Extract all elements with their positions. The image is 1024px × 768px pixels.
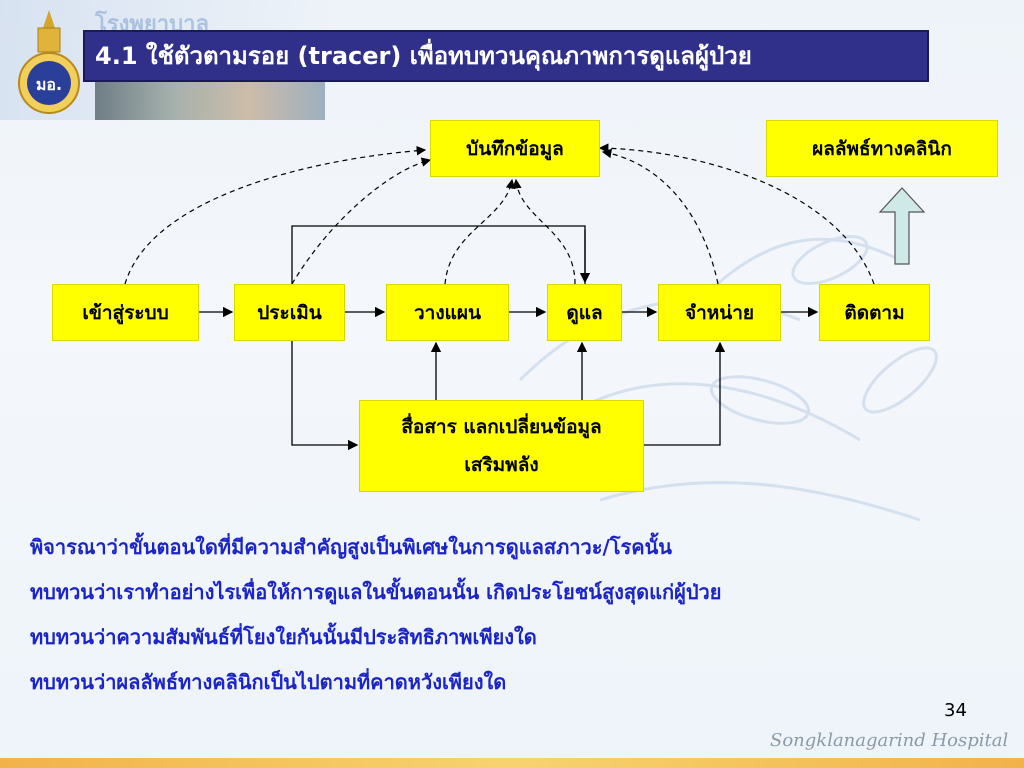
footer-stripe: [0, 758, 1024, 768]
logo-text: มอ.: [36, 75, 62, 94]
review-point-2: ทบทวนว่าเราทำอย่างไรเพื่อให้การดูแลในขั้…: [30, 580, 722, 604]
review-points: พิจารณาว่าขั้นตอนใดที่มีความสำคัญสูงเป็น…: [30, 525, 1020, 705]
top-loop: [291, 225, 586, 284]
node-clinical-outcome: ผลลัพธ์ทางคลินิก: [766, 120, 998, 177]
node-plan: วางแผน: [386, 284, 509, 341]
node-communication: สื่อสาร แลกเปลี่ยนข้อมูล เสริมพลัง: [359, 400, 644, 492]
dashed-assess-record: [291, 157, 432, 285]
communication-line-2: เสริมพลัง: [464, 454, 539, 476]
dashed-entry-record: [124, 145, 427, 285]
arrow-communication-discharge: [644, 341, 726, 446]
review-point-1: พิจารณาว่าขั้นตอนใดที่มีความสำคัญสูงเป็น…: [30, 535, 672, 559]
dashed-followup-record: [598, 143, 875, 285]
hospital-footer-name: Songklanagarind Hospital: [770, 730, 1009, 751]
slide-title: 4.1 ใช้ตัวตามรอย (tracer) เพื่อทบทวนคุณภ…: [83, 30, 929, 82]
hospital-logo: มอ.: [18, 10, 80, 114]
node-entry: เข้าสู่ระบบ: [52, 284, 199, 341]
review-point-3: ทบทวนว่าความสัมพันธ์ที่โยงใยกันนั้นมีประ…: [30, 625, 537, 649]
up-arrow-to-outcome: [878, 187, 926, 265]
arrow-assess-communication: [291, 341, 359, 451]
page-number: 34: [944, 700, 967, 721]
dashed-care-record: [512, 178, 576, 285]
node-assess: ประเมิน: [234, 284, 345, 341]
header-photo-strip: [95, 80, 325, 120]
node-care: ดูแล: [547, 284, 622, 341]
node-record-data: บันทึกข้อมูล: [430, 120, 600, 177]
dashed-discharge-record: [601, 148, 719, 285]
node-followup: ติดตาม: [819, 284, 930, 341]
review-point-4: ทบทวนว่าผลลัพธ์ทางคลินิกเป็นไปตามที่คาดห…: [30, 670, 507, 694]
communication-line-1: สื่อสาร แลกเปลี่ยนข้อมูล: [401, 416, 602, 438]
dashed-plan-record: [444, 178, 516, 285]
node-discharge: จำหน่าย: [658, 284, 781, 341]
